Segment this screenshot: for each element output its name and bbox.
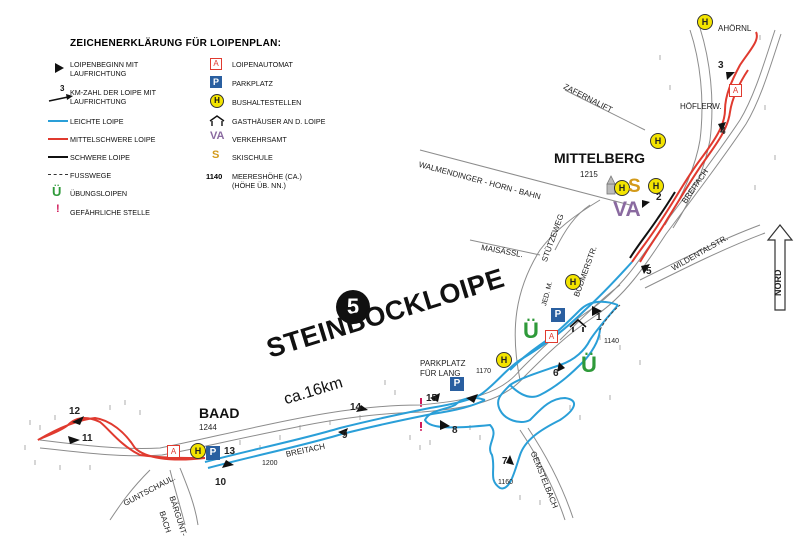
footpaths xyxy=(599,304,621,331)
maisaessl-road xyxy=(469,239,541,256)
start-arrow-icon xyxy=(55,63,64,73)
direction-arrows xyxy=(68,72,735,468)
elev-1160: 1160 xyxy=(498,479,514,486)
automat-icon: A xyxy=(729,84,742,97)
legend-skischule: SKISCHULE xyxy=(232,153,273,162)
bus-stop-icon: H xyxy=(565,274,581,290)
parking-icon: P xyxy=(206,446,220,460)
footpath-icon xyxy=(48,174,68,175)
route-number-badge: 5 xyxy=(336,290,370,324)
street-hoeflerw: HÖFLERW. xyxy=(680,102,722,111)
baad-road-1 xyxy=(109,469,151,521)
km-12: 12 xyxy=(69,406,81,417)
automat-icon: A xyxy=(210,58,222,70)
legend-easy: LEICHTE LOIPE xyxy=(70,117,124,126)
legend-va: VERKEHRSAMT xyxy=(232,135,287,144)
legend-automat: LOIPENAUTOMAT xyxy=(232,60,293,69)
easy-line-icon xyxy=(48,120,68,122)
legend-inn: GASTHÄUSER AN D. LOIPE xyxy=(232,117,326,126)
legend-start: LOIPENBEGINN MIT LAUFRICHTUNG xyxy=(70,60,139,78)
tree-marks xyxy=(24,35,776,505)
main-road xyxy=(39,29,776,449)
elev-mittelberg: 1215 xyxy=(580,170,598,179)
place-parkplatz-lang: PARKPLATZ FÜR LANG xyxy=(420,359,466,378)
hard-line-icon xyxy=(48,156,68,158)
inn-icon xyxy=(569,318,587,332)
legend-elev: MEERESHÖHE (ca.) (HÖHE ÜB. NN.) xyxy=(232,172,302,190)
va-icon: VA xyxy=(613,198,641,221)
automat-icon: A xyxy=(545,330,558,343)
legend-km-number: 3 xyxy=(60,84,65,93)
legend-medium: MITTELSCHWERE LOIPE xyxy=(70,135,156,144)
easy-loipe xyxy=(204,261,633,490)
north-arrow-icon xyxy=(766,224,794,311)
legend-km: KM-ZAHL DER LOIPE MIT LAUFRICHTUNG xyxy=(70,88,156,106)
uebung-icon: Ü xyxy=(523,318,539,343)
km-13: 13 xyxy=(224,446,236,457)
km-3: 3 xyxy=(718,60,724,71)
street-ahoernl: AHÖRNL xyxy=(718,24,752,33)
bus-stop-icon: H xyxy=(614,180,630,196)
legend-uebung: ÜBUNGSLOIPEN xyxy=(70,189,128,198)
elev-icon: 1140 xyxy=(206,172,223,181)
elev-baad: 1244 xyxy=(199,423,217,432)
km-10: 10 xyxy=(215,477,227,488)
hard-loipe xyxy=(629,191,676,259)
north-label: NORD xyxy=(773,269,783,297)
danger-markers xyxy=(420,398,422,431)
bus-stop-icon: H xyxy=(496,352,512,368)
km-8: 8 xyxy=(452,425,458,436)
automat-icon: A xyxy=(167,445,180,458)
legend-danger: GEFÄHRLICHE STELLE xyxy=(70,208,150,217)
legend-bus: BUSHALTESTELLEN xyxy=(232,98,302,107)
baad-road-2 xyxy=(169,469,186,526)
legend-footpath: FUSSWEGE xyxy=(70,171,112,180)
uebung-icon: Ü xyxy=(581,352,597,377)
parking-icon: P xyxy=(450,377,464,391)
elev-parkplatz-lang: 1170 xyxy=(476,368,492,375)
va-icon: VA xyxy=(210,130,225,142)
place-mittelberg: MITTELBERG xyxy=(554,150,645,166)
km-11: 11 xyxy=(82,433,93,444)
bus-stop-icon: H xyxy=(190,443,206,459)
legend-title: ZEICHENERKLÄRUNG FÜR LOIPENPLAN: xyxy=(70,38,282,49)
danger-icon: ! xyxy=(56,203,60,215)
uebung-icon: Ü xyxy=(52,184,62,199)
km-7: 7 xyxy=(502,456,508,467)
bus-stop-icon: H xyxy=(648,178,664,194)
km-6: 6 xyxy=(553,368,559,379)
parking-icon: P xyxy=(210,76,222,88)
bus-stop-icon: H xyxy=(697,14,713,30)
skischule-icon: S xyxy=(212,149,220,161)
km-4: 4 xyxy=(720,126,726,137)
medium-loipe xyxy=(37,31,758,461)
km-15: 15 xyxy=(426,393,438,404)
legend-parking: PARKPLATZ xyxy=(232,79,273,88)
stuetzeweg-road xyxy=(554,204,591,251)
roads xyxy=(39,27,782,526)
elev-1140: 1140 xyxy=(604,338,620,345)
gemstelbach-road xyxy=(519,429,566,521)
km-2: 2 xyxy=(656,192,662,203)
boedmer-road xyxy=(559,284,621,341)
place-baad: BAAD xyxy=(199,405,240,421)
medium-line-icon xyxy=(48,138,68,140)
legend-hard: SCHWERE LOIPE xyxy=(70,153,130,162)
parking-icon: P xyxy=(551,308,565,322)
km-5: 5 xyxy=(646,266,652,277)
wildental-road xyxy=(639,224,761,281)
skischule-icon: S xyxy=(628,176,641,197)
zafernalift-road xyxy=(564,89,646,131)
km-14: 14 xyxy=(350,402,362,413)
km-9: 9 xyxy=(342,430,348,441)
bus-icon: H xyxy=(210,94,224,108)
elev-1200: 1200 xyxy=(262,460,278,467)
walmendinger-road xyxy=(419,149,631,206)
bus-stop-icon: H xyxy=(650,133,666,149)
km-1: 1 xyxy=(596,312,602,323)
